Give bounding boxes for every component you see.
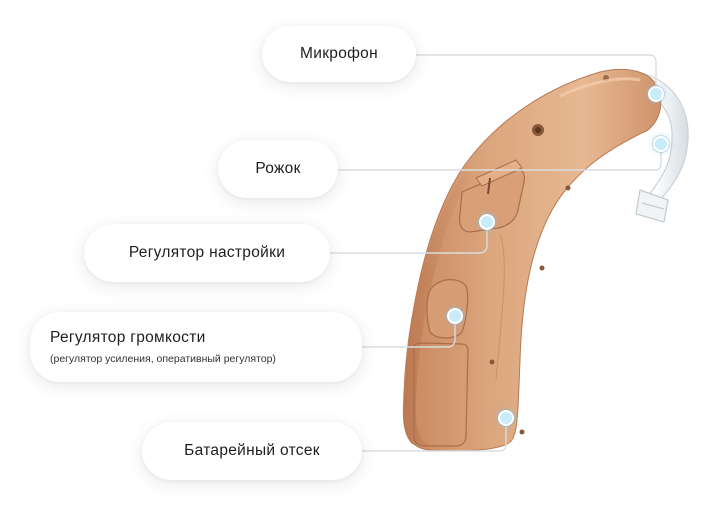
label-horn-text: Рожок [255, 160, 301, 177]
marker-microphone [648, 86, 664, 102]
label-microphone-text: Микрофон [300, 45, 378, 62]
label-battery-compartment-text: Батарейный отсек [184, 442, 320, 459]
label-microphone: Микрофон [262, 26, 416, 82]
marker-volume-control [447, 308, 463, 324]
marker-horn [653, 136, 669, 152]
leader-line-tuning [330, 222, 488, 254]
label-volume-control-note: (регулятор усиления, оперативный регулят… [50, 353, 276, 365]
device-body [402, 68, 662, 452]
leader-line-horn [338, 144, 662, 171]
ear-hook [619, 69, 689, 223]
leader-line-battery [362, 418, 507, 452]
label-horn: Рожок [218, 140, 338, 198]
marker-tuning-control [479, 214, 495, 230]
label-tuning-control: Регулятор настройки [84, 224, 330, 282]
leader-line-volume [362, 316, 456, 348]
label-volume-control: Регулятор громкости (регулятор усиления,… [30, 312, 362, 382]
label-tuning-control-text: Регулятор настройки [128, 244, 286, 261]
leader-line-microphone [416, 54, 657, 94]
label-volume-control-text: Регулятор громкости [50, 329, 206, 346]
label-battery-compartment: Батарейный отсек [142, 422, 362, 480]
marker-battery-compartment [498, 410, 514, 426]
